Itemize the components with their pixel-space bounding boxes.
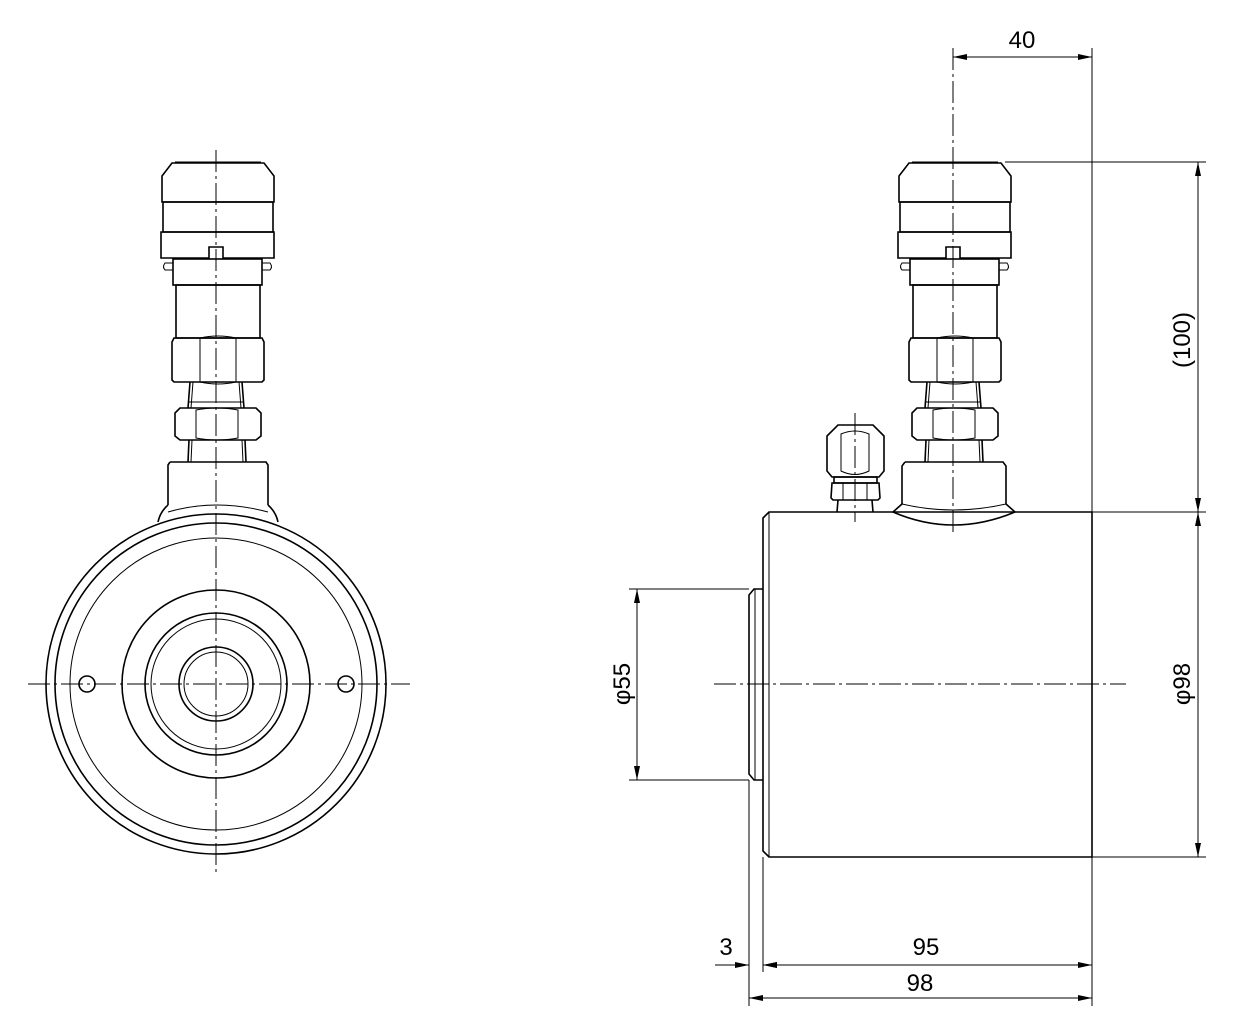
front-view xyxy=(28,150,410,876)
dim-98: 98 xyxy=(907,970,934,997)
dimensions: 40 (100) φ98 φ55 95 98 3 xyxy=(609,27,1206,1006)
side-view xyxy=(714,48,1126,858)
dim-phi98: φ98 xyxy=(1169,663,1196,705)
dim-95: 95 xyxy=(913,934,940,961)
dim-3: 3 xyxy=(719,934,732,961)
dim-phi55: φ55 xyxy=(609,663,636,705)
dim-100: (100) xyxy=(1169,312,1196,368)
dim-40: 40 xyxy=(1009,27,1036,54)
